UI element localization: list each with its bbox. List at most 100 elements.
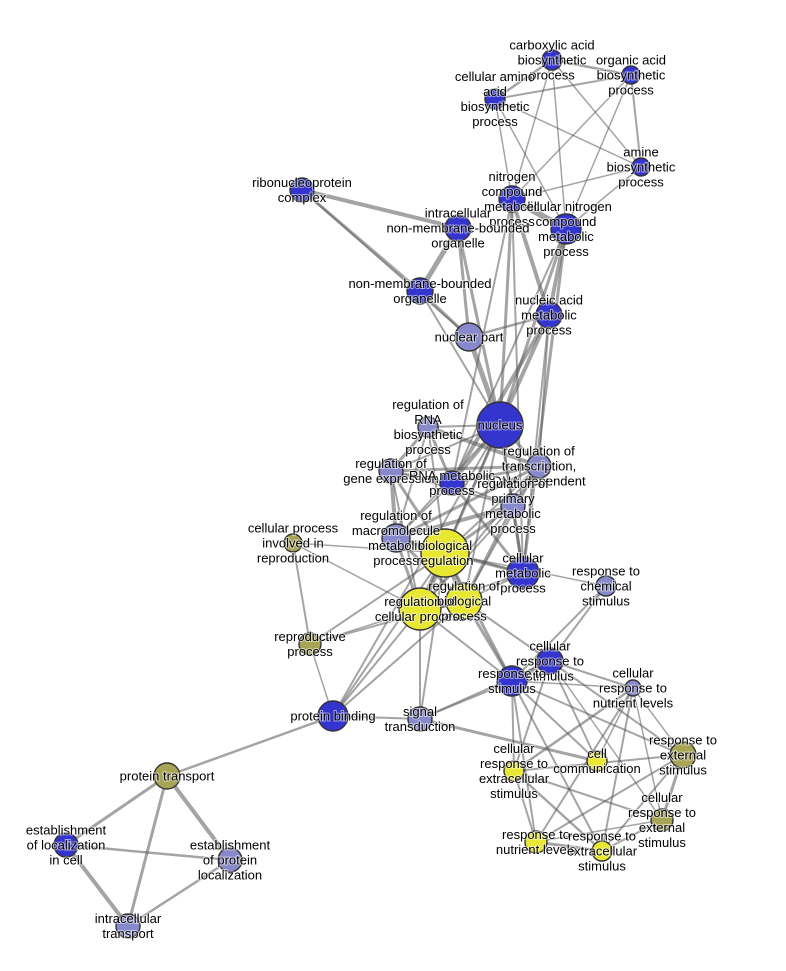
edge-resp_ext-resp_extrac	[601, 754, 684, 852]
node-nmb_org[interactable]	[406, 277, 434, 305]
node-reg_cell[interactable]	[398, 587, 442, 631]
node-nitrogen[interactable]	[498, 185, 526, 213]
node-nuclear_part[interactable]	[454, 322, 484, 352]
node-cell_nitrogen[interactable]	[550, 213, 582, 245]
node-resp_extrac[interactable]	[591, 840, 613, 862]
node-cell_resp_ext[interactable]	[650, 808, 674, 832]
edge-amino-cell_nitrogen	[494, 98, 567, 230]
node-amine[interactable]	[631, 157, 651, 177]
edges-layer	[64, 58, 685, 928]
node-cell_resp_stim[interactable]	[536, 647, 564, 675]
edge-prot_bind-nucleus	[332, 424, 501, 717]
edge-cell_resp_stim-cell_resp_nutr	[549, 660, 634, 689]
node-rnp[interactable]	[289, 177, 315, 203]
edge-amine-nitrogen	[511, 166, 642, 200]
edge-est_loc-intra_trans	[64, 843, 130, 928]
edge-cell_comm-signal	[418, 717, 599, 763]
node-signal[interactable]	[407, 706, 433, 732]
edge-repro_inv-bio_reg	[292, 542, 446, 554]
edge-cell_resp_stim-resp_chem	[549, 585, 607, 662]
edge-amino-nitrogen	[494, 98, 513, 200]
edge-cell_resp_extrac-resp_extrac	[512, 769, 604, 853]
edge-reg_tx-reg_gene	[389, 464, 541, 473]
node-reg_primary[interactable]	[500, 493, 526, 519]
edge-prot_trans-intra_trans	[126, 774, 169, 928]
node-resp_nutr[interactable]	[524, 830, 548, 854]
edge-resp_stim-resp_chem	[511, 585, 607, 682]
edge-cell_resp_stim-cell_comm	[549, 660, 598, 762]
node-cell_comm[interactable]	[586, 750, 608, 772]
node-reg_gene[interactable]	[378, 458, 404, 484]
node-resp_stim[interactable]	[496, 665, 528, 697]
node-cell_resp_nutr[interactable]	[624, 679, 642, 697]
edge-prot_bind-prot_trans	[165, 714, 335, 778]
edge-cell_resp_ext-cell_resp_extrac	[513, 770, 663, 821]
node-amino[interactable]	[484, 88, 506, 110]
edge-reg_rna-reg_tx	[426, 425, 541, 468]
edge-repro-bio_reg	[309, 552, 446, 645]
edge-prot_bind-bio_reg	[332, 552, 446, 717]
edge-nucleic-cell_met	[522, 314, 550, 574]
edge-nitrogen-nucleus	[498, 197, 514, 427]
edge-signal-bio_reg	[419, 552, 446, 720]
node-cell_resp_extrac[interactable]	[503, 760, 525, 782]
node-prot_bind[interactable]	[317, 700, 349, 732]
edge-carboxylic-amine	[551, 59, 642, 168]
node-intra_trans[interactable]	[115, 913, 141, 939]
edge-cell_resp_nutr-resp_extrac	[601, 687, 634, 852]
nodes-layer	[53, 49, 697, 939]
node-organic[interactable]	[621, 65, 641, 85]
edge-nmb_org-nucleus	[419, 290, 501, 426]
edge-prot_trans-est_loc	[64, 774, 169, 847]
node-rna_met[interactable]	[439, 470, 465, 496]
node-repro[interactable]	[298, 632, 322, 656]
node-resp_chem[interactable]	[595, 575, 617, 597]
edge-est_prot-intra_trans	[126, 858, 232, 928]
node-est_loc[interactable]	[53, 832, 79, 858]
node-carboxylic[interactable]	[541, 49, 563, 71]
node-est_prot[interactable]	[217, 847, 243, 873]
node-intra_org[interactable]	[444, 214, 472, 242]
edge-amino-amine	[494, 98, 642, 168]
edge-cell_comm-cell_resp_nutr	[596, 687, 634, 762]
edge-repro_inv-repro	[292, 542, 311, 645]
node-prot_trans[interactable]	[153, 762, 181, 790]
edge-cell_resp_stim-cell_resp_extrac	[513, 660, 551, 772]
edge-carboxylic-nitrogen	[511, 59, 553, 200]
edge-cell_resp_stim-cell_resp_ext	[549, 660, 663, 821]
node-reg_rna[interactable]	[417, 416, 439, 438]
node-reg_tx[interactable]	[526, 453, 552, 479]
edge-est_loc-est_prot	[64, 843, 232, 862]
edge-cell_resp_stim-resp_ext	[549, 660, 684, 756]
edge-resp_stim-resp_ext	[511, 680, 684, 756]
node-repro_inv[interactable]	[283, 533, 303, 553]
edge-amino-organic	[494, 74, 632, 100]
edge-cell_nitrogen-cell_met	[521, 227, 568, 575]
edge-repro_inv-reg_cell	[292, 542, 421, 610]
edge-reg_primary-reg_macro	[394, 504, 515, 540]
edge-rnp-intra_org	[300, 188, 460, 230]
edge-cell_resp_nutr-resp_ext	[632, 687, 684, 756]
edge-rna_met-cell_met	[450, 481, 525, 575]
node-cell_met[interactable]	[506, 556, 540, 590]
node-nucleus[interactable]	[476, 401, 524, 449]
edge-cell_nitrogen-nucleus	[498, 227, 568, 427]
edge-cell_resp_nutr-cell_resp_extrac	[512, 686, 635, 773]
edge-organic-amine	[630, 74, 642, 168]
edge-intra_org-nuclear_part	[456, 226, 471, 339]
edge-organic-cell_nitrogen	[565, 74, 632, 230]
edge-carboxylic-cell_nitrogen	[551, 59, 567, 230]
edge-prot_bind-reg_bio	[332, 600, 465, 717]
node-bio_reg[interactable]	[420, 528, 470, 578]
edge-prot_bind-reg_cell	[332, 608, 421, 717]
node-reg_bio[interactable]	[445, 582, 483, 620]
edge-resp_ext-resp_nutr	[535, 754, 684, 843]
node-nucleic[interactable]	[535, 301, 563, 329]
node-resp_ext[interactable]	[669, 741, 697, 769]
edge-reg_tx-rna_met	[450, 464, 541, 485]
edge-cell_resp_ext-resp_nutr	[535, 819, 663, 843]
node-reg_macro[interactable]	[381, 523, 411, 553]
